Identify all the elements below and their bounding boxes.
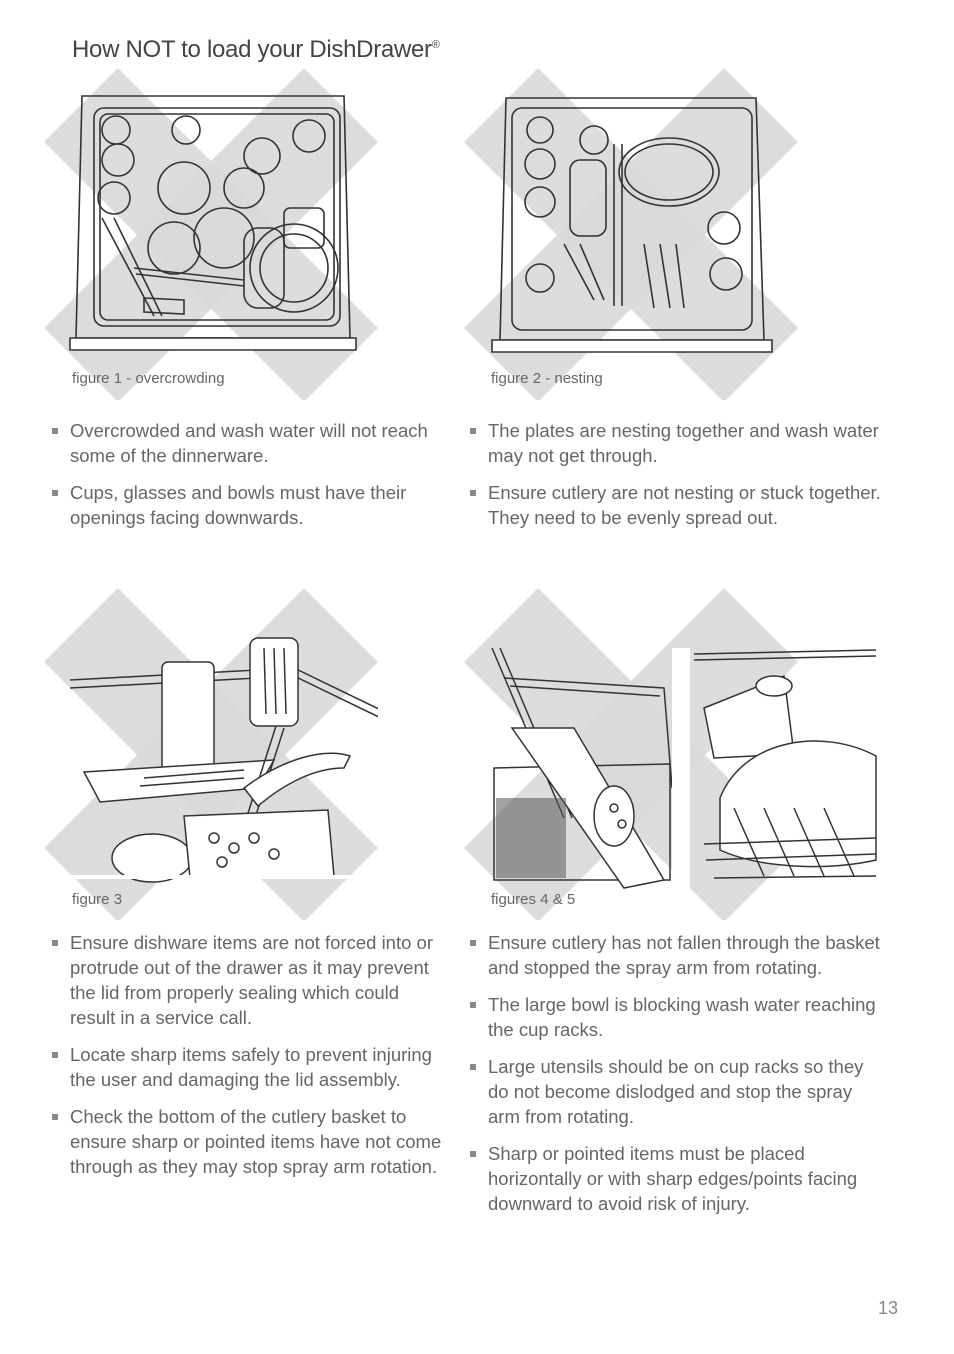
list-item: Ensure cutlery are not nesting or stuck … [470,480,890,530]
list-item: Locate sharp items safely to prevent inj… [52,1042,442,1092]
figures-4-5-caption: figures 4 & 5 [491,891,576,908]
figure-3-caption: figure 3 [72,891,123,908]
figure-2-notes: The plates are nesting together and wash… [470,418,890,542]
figures-4-5-notes: Ensure cutlery has not fallen through th… [470,930,880,1228]
list-item: Check the bottom of the cutlery basket t… [52,1104,442,1179]
list-item: Sharp or pointed items must be placed ho… [470,1141,880,1216]
page-number: 13 [877,1298,898,1318]
figures-4-5-cutlery-bowl [464,588,878,920]
registered-mark: ® [431,39,440,51]
list-item: The plates are nesting together and wash… [470,418,890,468]
figure-3-notes: Ensure dishware items are not forced int… [52,930,442,1191]
figure-1-overcrowding [44,68,378,400]
list-item: Overcrowded and wash water will not reac… [52,418,432,468]
figure-2-nesting [464,68,798,400]
list-item: Large utensils should be on cup racks so… [470,1054,880,1129]
list-item: The large bowl is blocking wash water re… [470,992,880,1042]
figure-1-notes: Overcrowded and wash water will not reac… [52,418,432,542]
figure-1-caption: figure 1 - overcrowding [72,370,225,387]
list-item: Ensure dishware items are not forced int… [52,930,442,1030]
page-title: How NOT to load your DishDrawer® [72,36,440,63]
list-item: Cups, glasses and bowls must have their … [52,480,432,530]
figure-3-protruding-items [44,588,378,920]
list-item: Ensure cutlery has not fallen through th… [470,930,880,980]
figure-2-caption: figure 2 - nesting [491,370,603,387]
x-mark-icon [44,68,378,400]
